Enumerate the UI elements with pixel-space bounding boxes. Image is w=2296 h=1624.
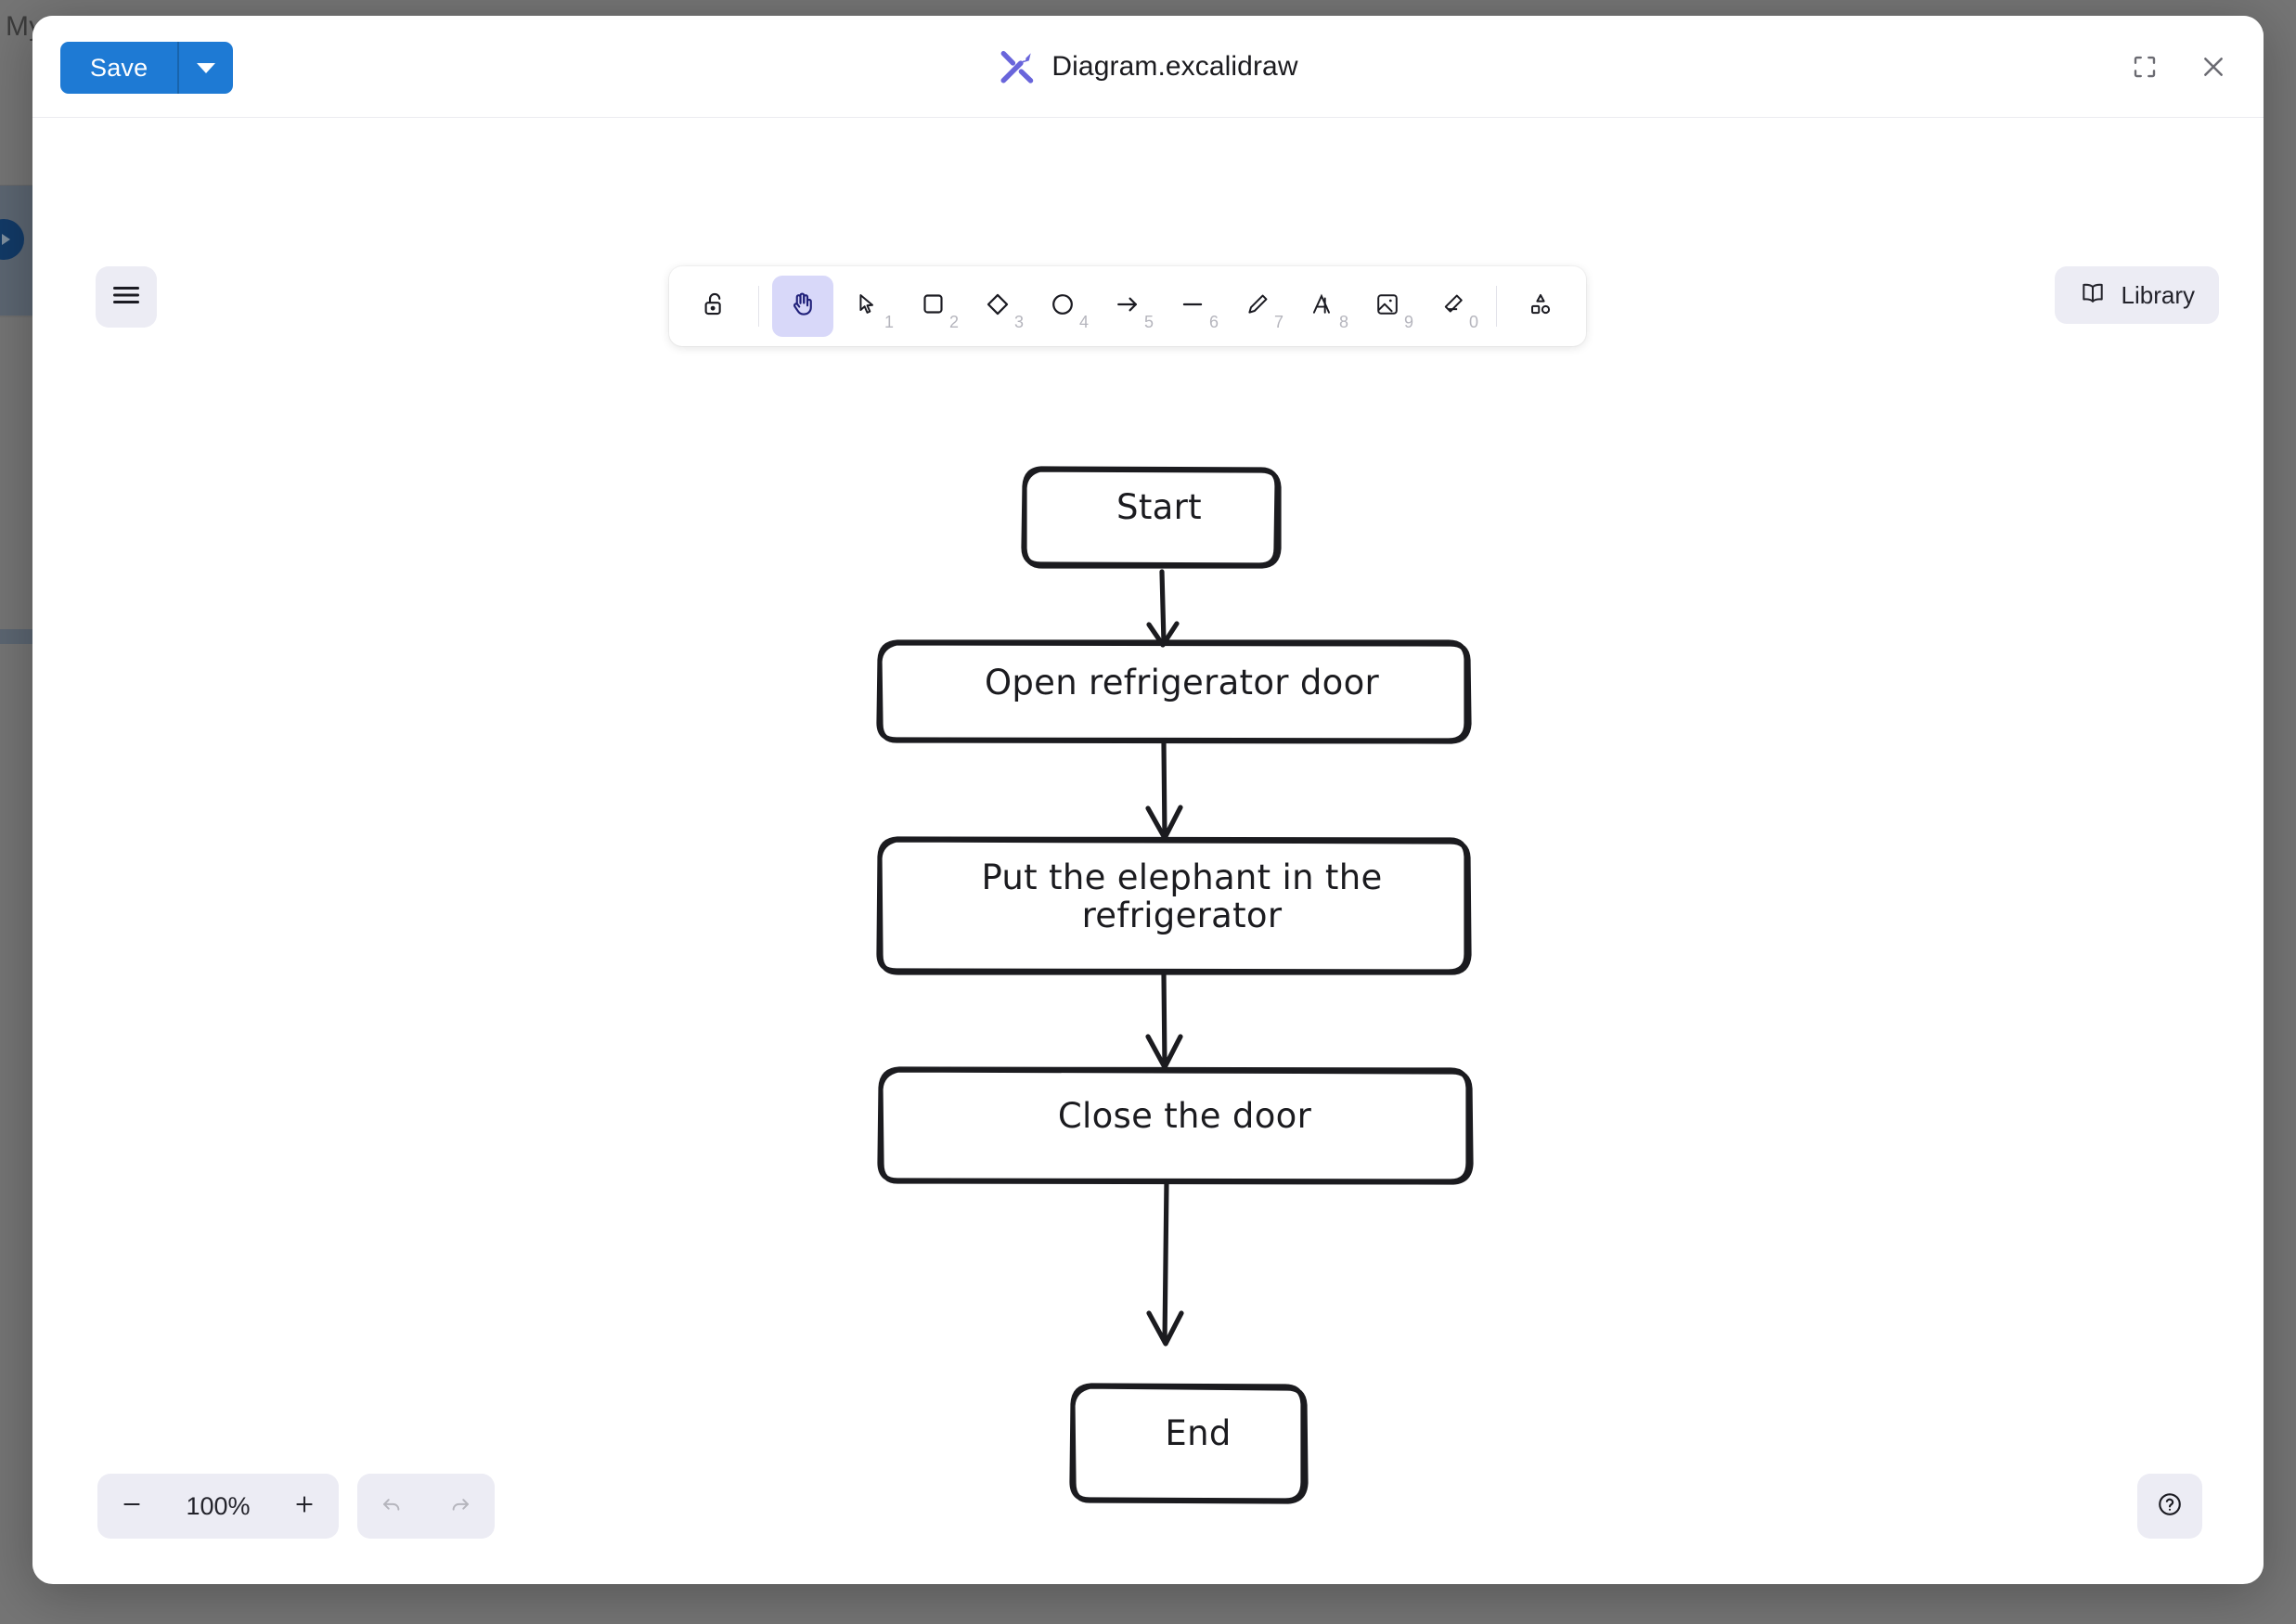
titlebar-center: Diagram.excalidraw <box>32 16 2264 118</box>
flow-edge-2 <box>1145 741 1183 841</box>
flow-node-end <box>1069 1383 1309 1504</box>
menu-button[interactable] <box>96 266 157 328</box>
diamond-icon <box>985 291 1011 322</box>
toolbar-separator-right <box>1496 286 1497 327</box>
tool-shortcut-selection: 1 <box>884 313 894 331</box>
history-controls[interactable] <box>357 1474 495 1539</box>
window-controls <box>2121 16 2238 118</box>
background-divider-bottom <box>0 316 48 317</box>
eraser-icon <box>1439 291 1465 322</box>
book-icon <box>2079 281 2107 310</box>
question-mark-icon <box>2156 1490 2184 1523</box>
undo-button[interactable] <box>365 1479 419 1533</box>
zoom-out-button[interactable] <box>103 1477 161 1535</box>
tool-rectangle[interactable]: 2 <box>902 276 963 337</box>
flow-node-label-put-elephant: Put the elephant in the refrigerator <box>981 857 1383 935</box>
rectangle-icon <box>921 291 946 321</box>
image-icon <box>1374 291 1400 322</box>
zoom-level-value[interactable]: 100% <box>186 1491 251 1520</box>
tool-shortcut-eraser: 0 <box>1468 313 1478 331</box>
flowchart-diagram <box>876 466 1474 1504</box>
tool-shortcut-rectangle: 2 <box>948 313 959 331</box>
flow-node-close-door <box>877 1066 1474 1185</box>
fullscreen-button[interactable] <box>2121 43 2169 91</box>
flow-node-label-start: Start <box>1116 487 1202 528</box>
tool-shortcut-text: 8 <box>1338 313 1348 331</box>
save-dropdown-button[interactable] <box>179 42 233 94</box>
save-button[interactable]: Save <box>90 53 148 82</box>
tool-shortcut-diamond: 3 <box>1013 313 1024 331</box>
flow-node-open-door <box>876 639 1472 744</box>
tool-diamond[interactable]: 3 <box>967 276 1028 337</box>
flow-edge-4 <box>1146 1179 1184 1347</box>
save-button-divider <box>177 42 180 94</box>
cursor-arrow-icon <box>855 291 881 322</box>
tool-text[interactable]: 8 <box>1292 276 1353 337</box>
library-button-label: Library <box>2121 280 2195 309</box>
help-button[interactable] <box>2137 1474 2202 1539</box>
chevron-down-icon <box>197 62 216 73</box>
minus-icon <box>120 1492 144 1521</box>
flow-node-start <box>1021 466 1282 569</box>
tool-arrow[interactable]: 5 <box>1097 276 1158 337</box>
drawing-canvas[interactable]: 1 2 3 <box>32 118 2264 1583</box>
text-a-icon <box>1309 291 1335 322</box>
tool-draw[interactable]: 7 <box>1227 276 1288 337</box>
flow-edge-1 <box>1146 569 1180 648</box>
redo-button[interactable] <box>433 1479 487 1533</box>
tool-shortcut-line: 6 <box>1208 313 1219 331</box>
tools-toolbar[interactable]: 1 2 3 <box>669 266 1586 346</box>
flow-node-label-close-door: Close the door <box>1057 1095 1312 1136</box>
tool-shortcut-arrow: 5 <box>1143 313 1154 331</box>
close-icon <box>2199 52 2228 82</box>
pencil-icon <box>1245 291 1271 322</box>
flow-node-label-open-door: Open refrigerator door <box>984 663 1380 703</box>
undo-icon <box>380 1492 404 1521</box>
tool-hand[interactable] <box>772 276 833 337</box>
tool-more-shapes[interactable] <box>1510 276 1571 337</box>
document-title: Diagram.excalidraw <box>1051 51 1298 82</box>
tool-lock[interactable] <box>684 276 745 337</box>
window-titlebar: Save Diagram.excalidraw <box>32 16 2264 118</box>
save-split-button[interactable]: Save <box>60 42 234 94</box>
arrow-right-icon <box>1115 291 1141 322</box>
tool-shortcut-ellipse: 4 <box>1078 313 1089 331</box>
close-button[interactable] <box>2189 43 2238 91</box>
more-shapes-icon <box>1528 291 1554 322</box>
library-button[interactable]: Library <box>2054 266 2219 324</box>
flow-edge-3 <box>1145 971 1183 1070</box>
tool-image[interactable]: 9 <box>1357 276 1418 337</box>
tool-ellipse[interactable]: 4 <box>1032 276 1093 337</box>
line-icon <box>1180 291 1206 322</box>
ellipse-icon <box>1050 291 1076 322</box>
zoom-in-button[interactable] <box>276 1477 333 1535</box>
tool-shortcut-image: 9 <box>1403 313 1413 331</box>
hamburger-menu-icon <box>112 284 140 311</box>
lock-open-icon <box>701 290 729 323</box>
excalidraw-logo-icon <box>998 47 1037 86</box>
flow-node-put-elephant <box>876 836 1472 975</box>
tool-line[interactable]: 6 <box>1162 276 1223 337</box>
plus-icon <box>292 1492 316 1521</box>
tool-selection[interactable]: 1 <box>837 276 898 337</box>
hand-icon <box>789 290 817 323</box>
tool-eraser[interactable]: 0 <box>1422 276 1483 337</box>
flow-node-label-end: End <box>1165 1413 1232 1454</box>
excalidraw-modal-window: Save Diagram.excalidraw <box>32 16 2264 1584</box>
redo-icon <box>448 1492 472 1521</box>
zoom-controls[interactable]: 100% <box>97 1474 339 1539</box>
fullscreen-icon <box>2131 53 2159 81</box>
tool-shortcut-draw: 7 <box>1273 313 1283 331</box>
toolbar-separator-left <box>758 286 759 327</box>
